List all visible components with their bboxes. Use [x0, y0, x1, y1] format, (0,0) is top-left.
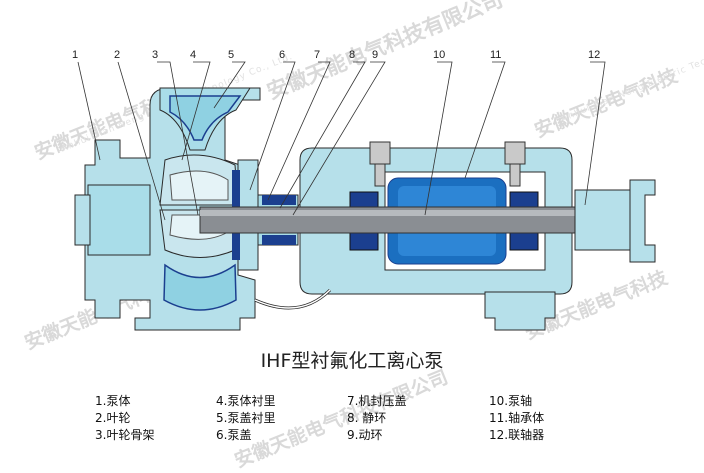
callout-number: 5	[228, 49, 235, 61]
grease-cup-front	[369, 141, 391, 187]
callout-number: 4	[190, 49, 197, 61]
callout-number: 8	[349, 49, 356, 61]
support-foot	[484, 291, 556, 331]
callout-number: 2	[114, 49, 121, 61]
legend-item: 6.泵盖	[216, 428, 252, 442]
legend-item: 9.动环	[347, 428, 383, 442]
legend-item: 7.机封压盖	[347, 394, 407, 408]
legend-item: 5.泵盖衬里	[216, 411, 276, 425]
callout-number: 10	[433, 49, 446, 61]
legend-item: 10.泵轴	[489, 394, 533, 408]
callout-number: 11	[490, 49, 502, 61]
callout-number: 12	[588, 49, 601, 61]
volute-liner-bottom	[163, 263, 237, 311]
diagram-title: IHF型衬氟化工离心泵	[260, 350, 444, 372]
legend-column-1: 1.泵体 2.叶轮 3.叶轮骨架	[95, 393, 154, 444]
legend-column-3: 7.机封压盖 8. 静环 9.动环	[347, 393, 406, 444]
coupling	[574, 189, 636, 251]
legend-item: 8. 静环	[347, 411, 387, 425]
inlet-flange	[87, 184, 151, 256]
grease-cup-rear	[504, 141, 526, 187]
legend-item: 12.联轴器	[489, 428, 545, 442]
legend-column-2: 4.泵体衬里 5.泵盖衬里 6.泵盖	[216, 393, 275, 444]
callout-number: 6	[279, 49, 286, 61]
legend-item: 1.泵体	[95, 394, 131, 408]
legend-item: 2.叶轮	[95, 411, 131, 425]
callout-number: 7	[314, 49, 321, 61]
callout-number: 3	[152, 49, 159, 61]
legend-item: 11.轴承体	[489, 411, 545, 425]
callout-number: 1	[72, 49, 79, 61]
callout-number: 9	[372, 49, 379, 61]
pump-cross-section-diagram	[74, 61, 656, 331]
legend-item: 3.叶轮骨架	[95, 428, 155, 442]
legend-column-4: 10.泵轴 11.轴承体 12.联轴器	[489, 393, 544, 444]
legend-item: 4.泵体衬里	[216, 394, 276, 408]
callout-leaders	[77, 61, 606, 221]
